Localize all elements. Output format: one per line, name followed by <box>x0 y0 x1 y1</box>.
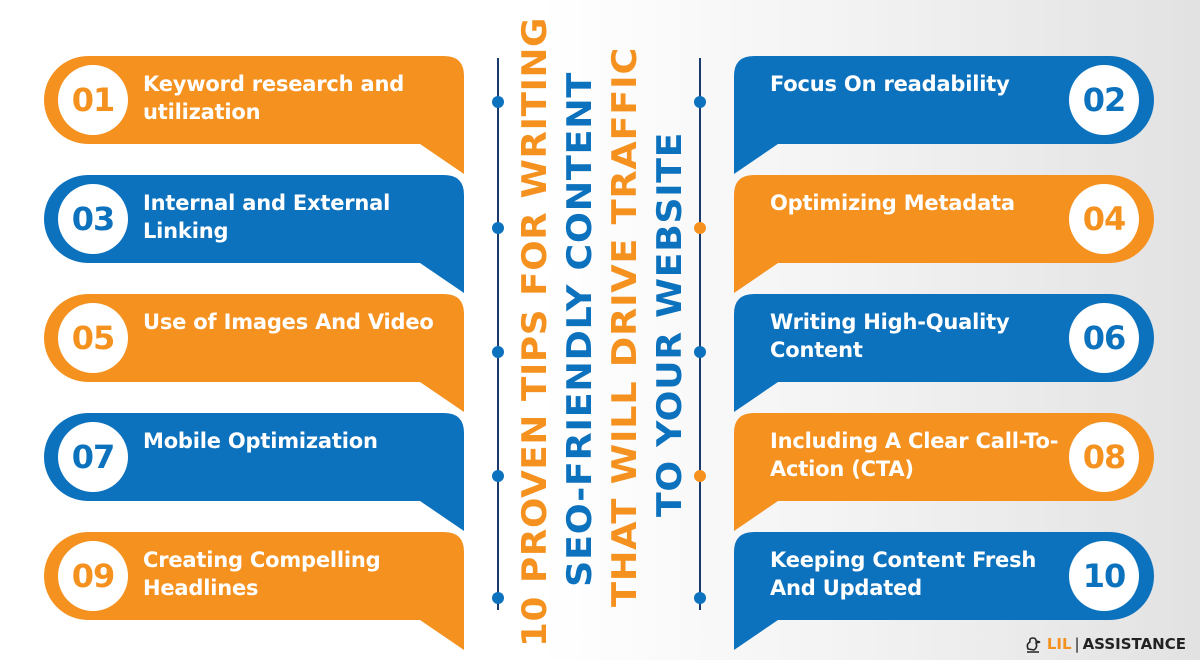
tip-number-07: 07 <box>58 422 128 492</box>
tip-text-09: Creating Compelling Headlines <box>143 548 381 600</box>
right-dot-4 <box>694 470 706 482</box>
vertical-title-svg: 10 PROVEN TIPS FOR WRITING SEO-FRIENDLY … <box>515 17 690 647</box>
right-dot-5 <box>694 592 706 604</box>
tip-card-07-shape <box>44 413 464 531</box>
tip-number-02: 02 <box>1069 65 1139 135</box>
brand-lil: LIL <box>1046 635 1072 653</box>
tip-text-06: Writing High-Quality Content <box>770 310 1010 362</box>
tip-text-08: Including A Clear Call-To-Action (CTA) <box>770 429 1059 481</box>
right-dot-1 <box>694 96 706 108</box>
tip-card-10-shape <box>734 532 1154 650</box>
tip-card-02: 02 Focus On readability <box>734 56 1154 174</box>
tip-text-10: Keeping Content Fresh And Updated <box>770 548 1037 600</box>
tip-number-09: 09 <box>58 541 128 611</box>
tip-card-04-shape <box>734 175 1154 293</box>
vertical-title: 10 PROVEN TIPS FOR WRITING SEO-FRIENDLY … <box>508 12 690 652</box>
tip-card-09-shape <box>44 532 464 650</box>
tip-card-09: 09 Creating Compelling Headlines <box>44 532 464 650</box>
tip-text-02: Focus On readability <box>770 72 1010 96</box>
title-line-4: TO YOUR WEBSITE <box>650 132 688 517</box>
tip-card-10: 10 Keeping Content Fresh And Updated <box>734 532 1154 650</box>
tip-card-06-shape <box>734 294 1154 412</box>
tip-text-05: Use of Images And Video <box>143 310 434 334</box>
left-dot-4 <box>492 470 504 482</box>
brand-name: ASSISTANCE <box>1082 635 1186 653</box>
duck-logo-icon <box>1026 637 1040 653</box>
tip-number-10: 10 <box>1069 541 1139 611</box>
left-dot-5 <box>492 592 504 604</box>
tip-text-04: Optimizing Metadata <box>770 191 1015 215</box>
tip-card-01-shape <box>44 56 464 174</box>
tip-card-08-shape <box>734 413 1154 531</box>
tip-number-05: 05 <box>58 303 128 373</box>
tip-text-03: Internal and External Linking <box>143 191 391 243</box>
left-dot-1 <box>492 96 504 108</box>
tip-text-07: Mobile Optimization <box>143 429 378 453</box>
tip-text-01: Keyword research and utilization <box>143 72 405 124</box>
tip-card-06: 06 Writing High-Quality Content <box>734 294 1154 412</box>
tip-number-01: 01 <box>58 65 128 135</box>
title-line-1: 10 PROVEN TIPS FOR WRITING <box>515 17 555 647</box>
right-dot-2 <box>694 222 706 234</box>
right-connector-line <box>699 58 701 610</box>
left-dot-3 <box>492 346 504 358</box>
tip-card-03: 03 Internal and External Linking <box>44 175 464 293</box>
left-dot-2 <box>492 222 504 234</box>
tip-card-05-shape <box>44 294 464 412</box>
tip-card-02-shape <box>734 56 1154 174</box>
tip-card-08: 08 Including A Clear Call-To-Action (CTA… <box>734 413 1154 531</box>
tip-number-08: 08 <box>1069 422 1139 492</box>
tip-number-04: 04 <box>1069 184 1139 254</box>
tip-card-04: 04 Optimizing Metadata <box>734 175 1154 293</box>
brand-separator: | <box>1074 635 1080 653</box>
left-connector-line <box>497 58 499 610</box>
tip-number-06: 06 <box>1069 303 1139 373</box>
brand-logo: LIL | ASSISTANCE <box>1023 632 1186 656</box>
tip-card-05: 05 Use of Images And Video <box>44 294 464 412</box>
title-line-3: THAT WILL DRIVE TRAFFIC <box>605 47 645 607</box>
tip-card-03-shape <box>44 175 464 293</box>
title-line-2: SEO-FRIENDLY CONTENT <box>560 72 600 587</box>
tip-number-03: 03 <box>58 184 128 254</box>
tip-card-01: 01 Keyword research and utilization <box>44 56 464 174</box>
right-dot-3 <box>694 346 706 358</box>
tip-card-07: 07 Mobile Optimization <box>44 413 464 531</box>
